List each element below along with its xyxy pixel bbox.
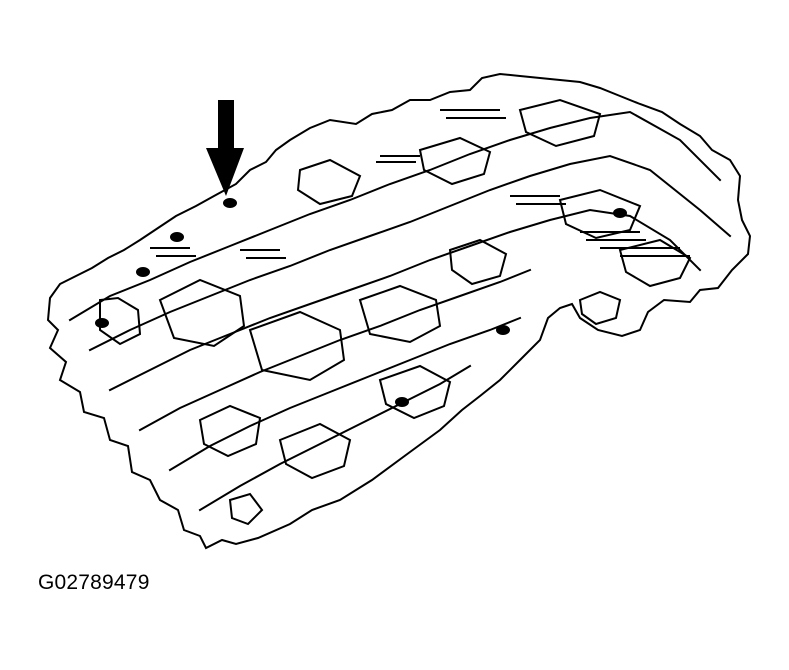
hole-1 xyxy=(223,198,237,208)
hatch-marks xyxy=(150,109,690,259)
passage-c xyxy=(108,208,702,392)
down-arrow-icon xyxy=(206,100,244,196)
passage-k xyxy=(296,158,362,206)
passage-q xyxy=(278,422,352,480)
passage-t xyxy=(448,238,508,286)
hole-7 xyxy=(613,208,627,218)
passage-o xyxy=(618,238,692,288)
passage-i xyxy=(248,310,346,382)
passage-j xyxy=(358,284,442,344)
passage-b xyxy=(88,154,732,352)
hole-2 xyxy=(170,232,184,242)
hole-markers xyxy=(95,198,627,407)
passage-n xyxy=(558,188,642,240)
passage-g xyxy=(99,296,142,346)
passage-l xyxy=(418,136,492,186)
hole-6 xyxy=(395,397,409,407)
passage-r xyxy=(378,364,452,420)
hole-5 xyxy=(496,325,510,335)
passage-a xyxy=(68,110,722,322)
passage-s xyxy=(228,492,264,526)
passage-e xyxy=(168,316,522,472)
passage-u xyxy=(578,290,622,326)
figure-id-label: G02789479 xyxy=(38,571,150,594)
hole-3 xyxy=(136,267,150,277)
passage-m xyxy=(518,98,602,148)
passage-p xyxy=(198,404,262,458)
plate-outline xyxy=(46,72,752,550)
passage-d xyxy=(138,268,532,432)
passage-h xyxy=(158,278,246,348)
hole-4 xyxy=(95,318,109,328)
